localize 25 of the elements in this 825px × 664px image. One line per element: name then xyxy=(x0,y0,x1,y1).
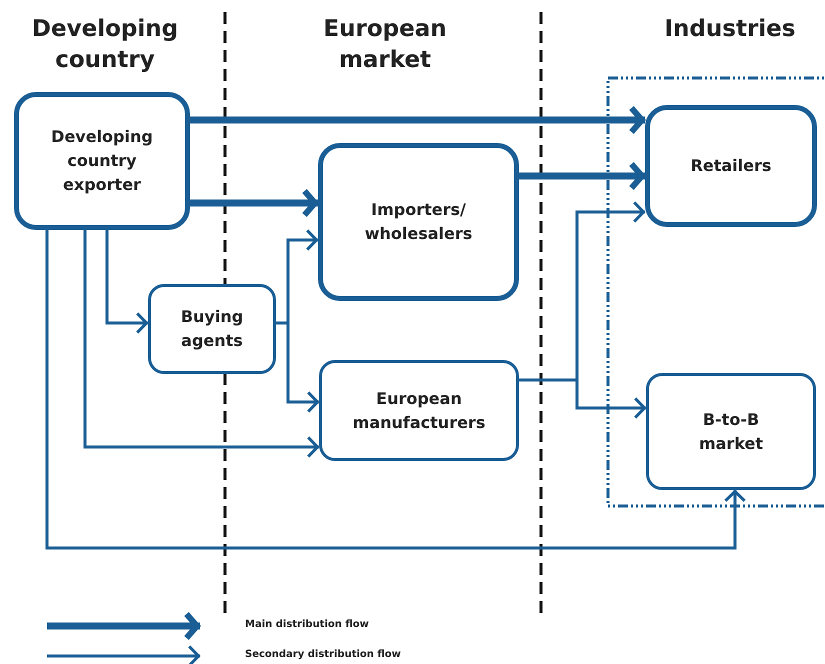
node-label: Retailers xyxy=(690,155,772,177)
process-box xyxy=(645,105,817,227)
arrow xyxy=(106,230,148,334)
arrow xyxy=(190,105,645,135)
column-heading: Developing country xyxy=(30,15,180,76)
node-label: B-to-B market xyxy=(698,408,764,454)
column-heading: European market xyxy=(322,15,448,76)
legend-label: Secondary distribution flow xyxy=(245,649,401,660)
process-box xyxy=(318,143,519,301)
node-label: Buying agents xyxy=(180,306,244,352)
arrow xyxy=(276,322,319,414)
arrow xyxy=(519,161,645,191)
arrow xyxy=(519,378,646,420)
node-label: Importers/ wholesalers xyxy=(364,199,474,245)
process-box xyxy=(646,373,816,490)
arrow xyxy=(46,230,746,550)
node-label: Developing country exporter xyxy=(50,126,154,196)
process-box xyxy=(14,92,190,230)
process-box xyxy=(148,284,276,374)
legend-label: Main distribution flow xyxy=(245,619,369,630)
column-heading: Industries xyxy=(664,15,796,44)
node-label: European manufacturers xyxy=(352,388,486,434)
arrow xyxy=(190,188,318,218)
process-box xyxy=(319,360,519,461)
arrow xyxy=(84,230,319,458)
